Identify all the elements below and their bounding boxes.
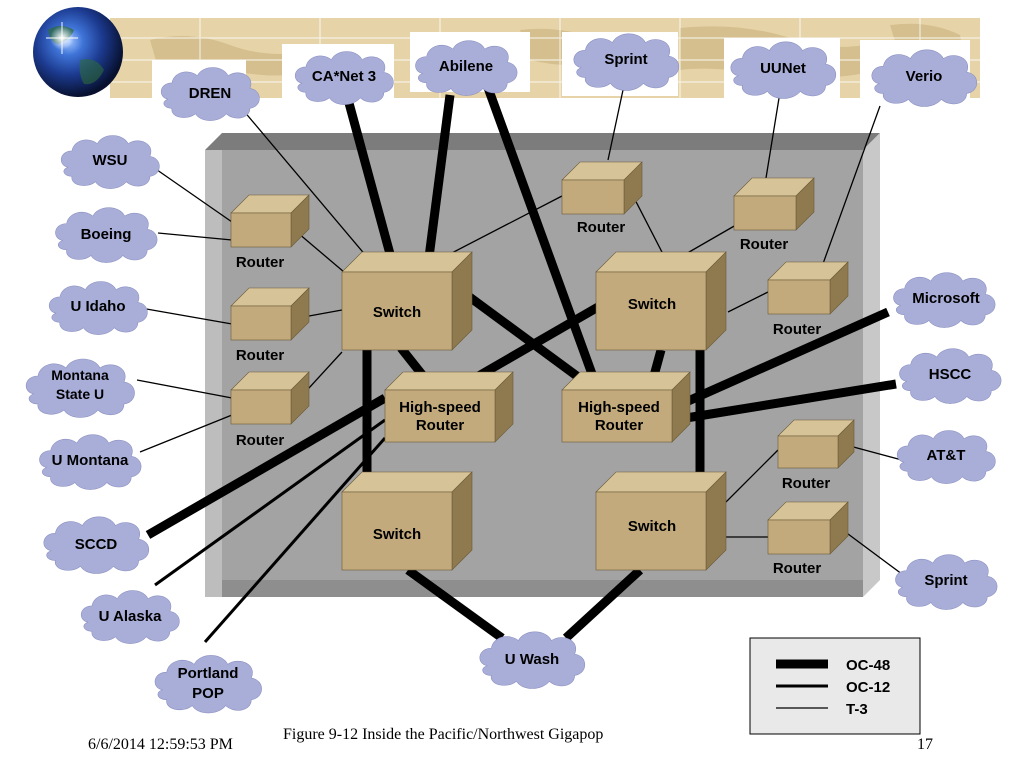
link-oc48 [344,101,398,267]
link-t3 [297,232,345,273]
link-t3 [765,91,781,179]
globe-logo [33,7,123,97]
footer-timestamp: 6/6/2014 12:59:53 PM [88,736,233,753]
u-wash-label: U Wash [505,651,559,668]
sprint-top-label: Sprint [604,51,647,68]
link-oc12 [203,437,387,643]
high-speed-router-label-2: Router [595,417,643,434]
page-number: 17 [917,736,933,753]
link-oc48 [145,394,388,539]
router-sprint-bottom [767,501,849,555]
high-speed-router-left [384,371,514,443]
switch-bottom-right [595,471,727,571]
high-speed-router-right [561,371,691,443]
link-t3 [607,89,624,161]
router-label: Router [236,347,284,364]
portland-label-1: Portland [178,665,239,682]
sprint-bottom-label: Sprint [924,572,967,589]
montana-state-label-1: Montana [51,367,109,383]
sccd-label: SCCD [75,536,118,553]
switch-label: Switch [628,296,676,313]
router-label: Router [782,475,830,492]
link-t3 [727,291,769,313]
legend: OC-48 OC-12 T-3 [749,637,921,735]
link-oc48 [685,379,897,423]
link-t3 [839,527,911,581]
boeing-label: Boeing [81,226,132,243]
router-label: Router [577,219,625,236]
link-t3 [242,109,368,258]
high-speed-router-label-2: Router [416,417,464,434]
link-t3 [157,232,233,241]
link-oc48 [684,307,890,407]
wsu-label: WSU [93,152,128,169]
router-uunet [733,177,815,231]
switch-label: Switch [628,518,676,535]
router-label: Router [773,321,821,338]
link-t3 [683,224,737,256]
link-t3 [445,195,563,257]
link-t3 [134,306,233,325]
high-speed-router-label-1: High-speed [399,399,481,416]
router-montana [230,371,310,425]
u-idaho-label: U Idaho [71,298,126,315]
dren-label: DREN [189,85,232,102]
switch-top-left [341,251,473,351]
link-oc48 [457,286,588,386]
link-t3 [139,414,233,453]
figure-caption: Figure 9-12 Inside the Pacific/Northwest… [283,726,604,743]
canet3-label: CA*Net 3 [312,68,376,85]
portland-label-2: POP [192,685,224,702]
link-t3 [715,449,779,513]
link-t3 [819,105,881,273]
router-label: Router [773,560,821,577]
hscc-label: HSCC [929,366,972,383]
link-oc48 [423,94,455,266]
switch-label: Switch [373,526,421,543]
microsoft-label: Microsoft [912,290,980,307]
u-alaska-label: U Alaska [99,608,162,625]
link-oc48 [562,566,644,642]
link-oc12 [154,418,386,587]
legend-t3-label: T-3 [846,701,868,718]
legend-oc48-label: OC-48 [846,657,890,674]
link-t3 [845,444,903,461]
link-oc48 [482,83,601,387]
legend-oc12-label: OC-12 [846,679,890,696]
router-verio [767,261,849,315]
router-top-center [561,161,643,215]
router-wsu-boeing [230,194,310,248]
router-u-idaho [230,287,310,341]
u-montana-label: U Montana [52,452,129,469]
router-label: Router [236,432,284,449]
abilene-label: Abilene [439,58,493,75]
links [134,83,911,643]
switch-bottom-left [341,471,473,571]
verio-label: Verio [906,68,943,85]
router-label: Router [236,254,284,271]
uunet-label: UUNet [760,60,806,77]
router-label: Router [740,236,788,253]
att-label: AT&T [927,447,966,464]
switch-label: Switch [373,304,421,321]
switch-top-right [595,251,727,351]
high-speed-router-label-1: High-speed [578,399,660,416]
router-att [777,419,855,469]
link-t3 [149,164,233,223]
montana-state-label-2: State U [56,386,104,402]
link-t3 [136,379,233,399]
link-oc48 [405,566,505,642]
